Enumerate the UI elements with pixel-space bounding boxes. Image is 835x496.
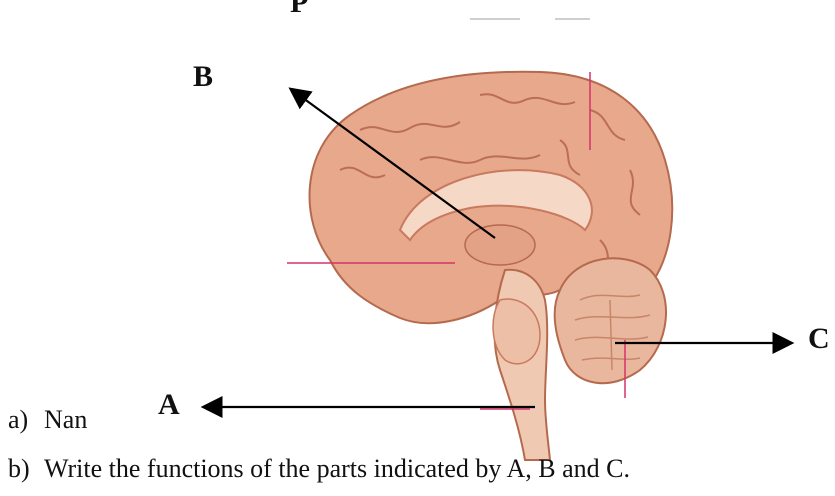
question-b-text: Write the functions of the parts indicat…	[44, 454, 630, 483]
label-a: A	[158, 388, 180, 422]
question-b: b)Write the functions of the parts indic…	[8, 454, 630, 484]
question-b-number: b)	[8, 454, 44, 484]
question-a: a)Nan	[8, 405, 87, 435]
thalamus	[465, 225, 535, 265]
label-b: B	[193, 60, 213, 94]
question-a-number: a)	[8, 405, 44, 435]
question-a-text: Nan	[44, 405, 87, 434]
label-c: C	[808, 322, 830, 356]
brainstem	[495, 270, 550, 460]
